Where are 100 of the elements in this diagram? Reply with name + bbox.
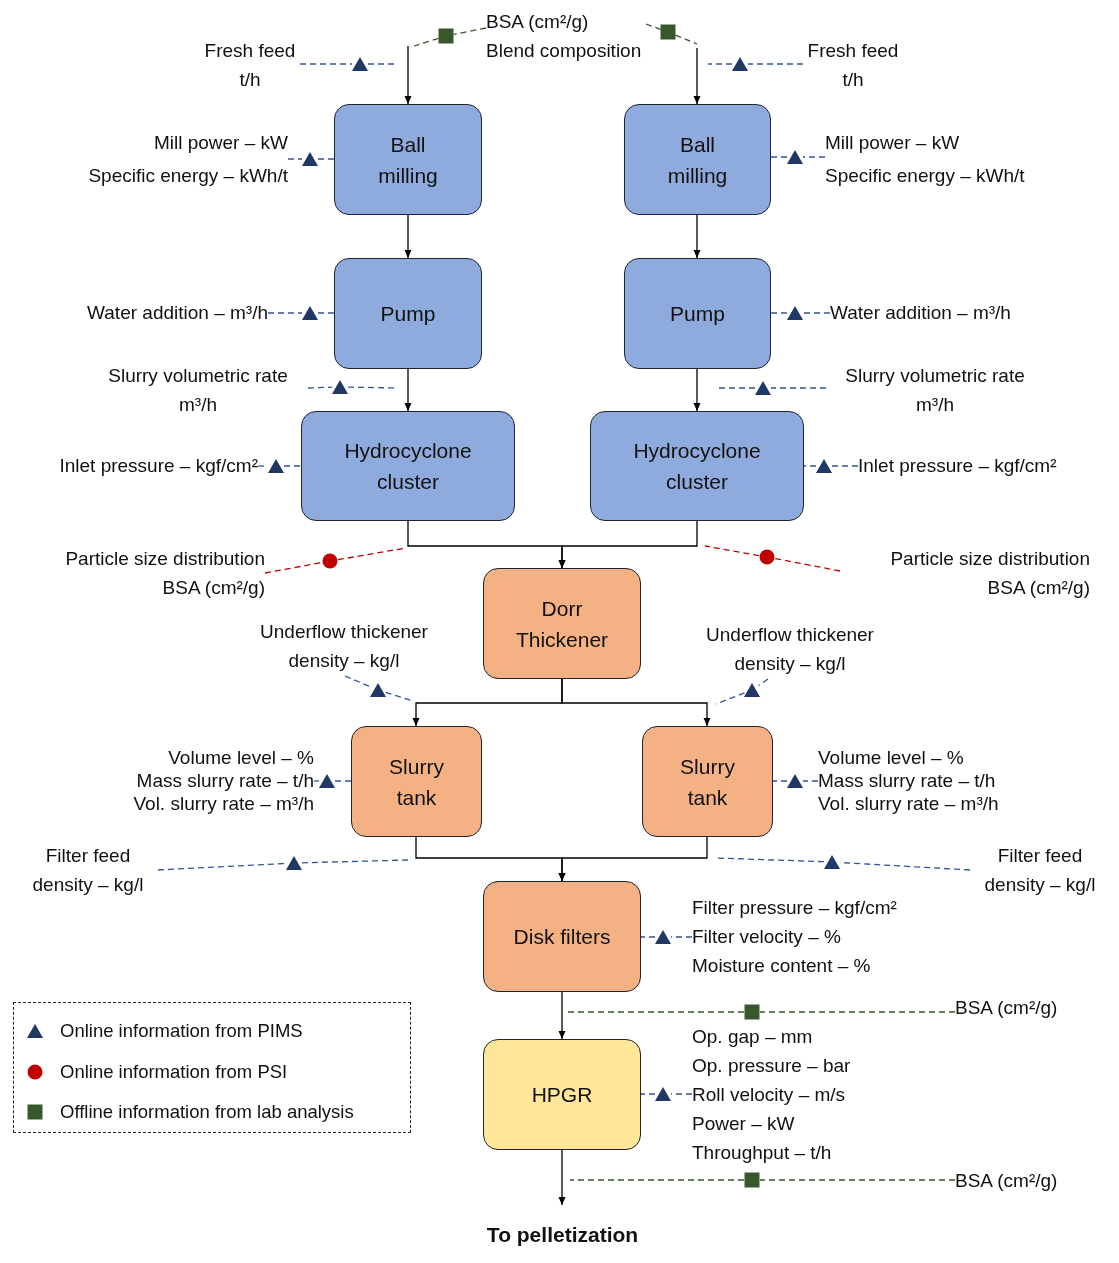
leader-line (704, 545, 760, 557)
leader-line (317, 158, 335, 160)
process-label: Pump (670, 301, 725, 327)
sensor-triangle-icon (352, 56, 368, 72)
sensor-triangle-icon (655, 929, 671, 945)
flow-arrow (404, 368, 412, 412)
measurement-label: BSA (cm²/g) (486, 10, 590, 34)
measurement-label: BSA (cm²/g) (986, 576, 1090, 600)
measurement-label: Slurry volumetric rate m³/h (844, 364, 1026, 417)
leader-line (645, 23, 662, 30)
leader-line (802, 156, 826, 158)
flow-arrow (693, 368, 701, 412)
process-box (642, 726, 773, 837)
measurement-label: Fresh feed t/h (203, 39, 297, 92)
output-label: To pelletization (485, 1221, 640, 1248)
leader-line (640, 936, 656, 938)
sensor-triangle-icon (816, 458, 832, 474)
process-box (301, 411, 515, 521)
process-box (334, 104, 482, 215)
process-label: Slurry tank (679, 753, 736, 811)
leader-line (770, 156, 788, 158)
sensor-triangle-icon (268, 458, 284, 474)
measurement-label: Volume level – % (818, 745, 965, 769)
measurement-label: Moisture content – % (692, 953, 872, 978)
leader-line (772, 780, 788, 782)
lab-sample-square-icon (660, 24, 676, 40)
leader-line (802, 780, 819, 782)
leader-line (287, 158, 303, 160)
sensor-triangle-icon (302, 151, 318, 167)
flow-arrow (561, 678, 711, 727)
measurement-label: Water addition – m³/h (86, 301, 268, 325)
leader-line (640, 1093, 656, 1095)
process-label: Hydrocyclone cluster (343, 438, 473, 495)
leader-line (313, 780, 320, 782)
leader-line (802, 312, 831, 314)
leader-line (267, 312, 303, 314)
process-label: HPGR (531, 1082, 593, 1108)
measurement-label: Throughput – t/h (692, 1140, 833, 1165)
sensor-triangle-icon (755, 380, 771, 396)
leader-line (707, 63, 733, 65)
process-label: Pump (380, 301, 436, 327)
legend-label: Online information from PSI (60, 1060, 288, 1083)
flow-arrow (693, 47, 701, 105)
leader-line (670, 1093, 693, 1095)
measurement-label: BSA (cm²/g) (955, 1169, 1059, 1193)
leader-line (567, 1011, 745, 1013)
measurement-label: Inlet pressure – kgf/cm² (858, 454, 1058, 478)
flow-arrow (558, 991, 566, 1040)
measurement-label: Water addition – m³/h (830, 301, 1012, 325)
leader-line (453, 27, 487, 36)
measurement-label: Fresh feed t/h (806, 39, 900, 92)
leader-line (747, 63, 804, 65)
sensor-triangle-icon (370, 682, 386, 698)
lab-sample-square-icon (438, 28, 454, 44)
process-box (483, 881, 641, 992)
sensor-triangle-icon (787, 305, 803, 321)
sensor-triangle-icon (319, 773, 335, 789)
measurement-label: Blend composition (486, 39, 643, 63)
measurement-label: Volume level – % (167, 745, 314, 769)
measurement-label: Underflow thickener density – kg/l (259, 620, 429, 673)
flow-arrow (558, 836, 708, 882)
measurement-label: Op. pressure – bar (692, 1053, 852, 1078)
measurement-label: Particle size distribution (889, 547, 1090, 571)
measurement-label: Filter velocity – % (692, 924, 842, 949)
leader-line (759, 1011, 956, 1013)
process-box (351, 726, 482, 837)
measurement-label: Specific energy – kWh/t (87, 164, 288, 188)
measurement-label: Roll velocity – m/s (692, 1082, 847, 1107)
leader-line (831, 465, 859, 467)
measurement-label: Mass slurry rate – t/h (818, 768, 997, 792)
legend-label: Online information from PIMS (60, 1020, 303, 1042)
measurement-label: BSA (cm²/g) (161, 576, 265, 600)
measurement-label: BSA (cm²/g) (955, 996, 1059, 1020)
leader-line (317, 312, 335, 314)
lab-sample-square-icon (744, 1004, 760, 1020)
sensor-dot-icon (322, 553, 338, 569)
sensor-triangle-icon (302, 305, 318, 321)
leader-line (774, 557, 841, 572)
leader-line (715, 857, 825, 863)
sensor-triangle-icon (744, 682, 760, 698)
measurement-label: Particle size distribution (64, 547, 265, 571)
leader-line (299, 63, 353, 65)
lab-sample-square-icon (744, 1172, 760, 1188)
process-box (624, 104, 771, 215)
measurement-label: Slurry volumetric rate m³/h (107, 364, 289, 417)
leader-line (413, 37, 440, 47)
sensor-triangle-icon (286, 855, 302, 871)
leader-line (157, 862, 287, 871)
sensor-triangle-icon (824, 854, 840, 870)
process-box (334, 258, 482, 369)
leader-line (770, 312, 788, 314)
process-label: Hydrocyclone cluster (632, 438, 762, 495)
process-label: Disk filters (513, 924, 611, 950)
leader-line (334, 780, 352, 782)
process-box (483, 568, 641, 679)
sensor-dot-icon (759, 549, 775, 565)
measurement-label: Op. gap – mm (692, 1024, 814, 1049)
sensor-triangle-icon (787, 773, 803, 789)
measurement-label: Power – kW (692, 1111, 796, 1136)
leader-line (670, 936, 693, 938)
